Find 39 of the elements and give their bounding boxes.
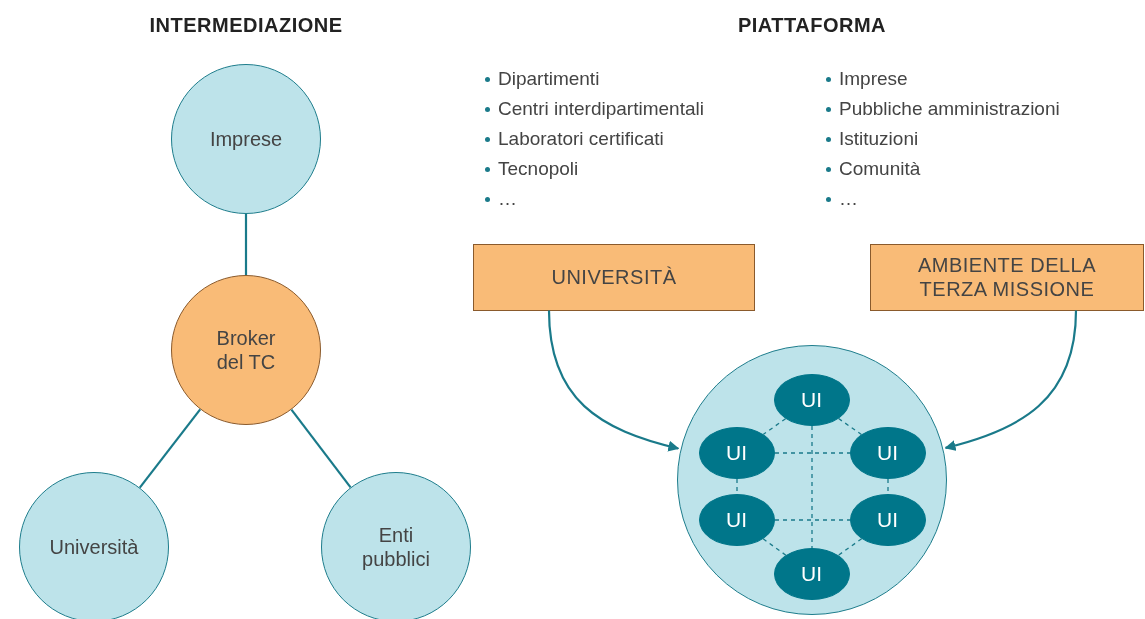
list-item: Imprese [839,67,908,91]
list-item: Pubbliche amministrazioni [839,97,1060,121]
list-item: … [498,187,517,211]
node-label: Broker del TC [215,326,277,374]
list-item: Tecnopoli [498,157,579,181]
connector-line [138,408,202,489]
process-box [870,243,1144,311]
connector-line [290,409,352,488]
dashed-link [837,538,863,556]
dashed-link [774,519,851,521]
list-item: Laboratori certificati [498,127,664,151]
list-item: Centri interdipartimentali [498,97,704,121]
node-label: AMBIENTE DELLA TERZA MISSIONE [916,253,1098,301]
list-item: Istituzioni [839,127,919,151]
dashed-link [774,452,851,454]
node-label: Imprese [209,127,283,151]
process-box [473,243,755,311]
ui-ellipse [773,547,850,600]
node-label: UI [801,387,822,412]
dashed-link [837,417,863,436]
section-heading: PIATTAFORMA [737,14,887,37]
node-label: UI [726,440,747,465]
arrow [944,310,1078,451]
node-label: UI [801,561,822,586]
node-label: UNIVERSITÀ [551,265,677,289]
node-label: UI [877,440,898,465]
section-heading: INTERMEDIAZIONE [149,14,343,37]
dashed-link [762,418,787,435]
node-label: Università [49,535,139,559]
list-item: Dipartimenti [498,67,600,91]
connector-line [244,214,248,275]
dashed-link [811,425,813,549]
arrow [547,310,680,452]
node-label: UI [877,507,898,532]
dashed-link [762,538,787,556]
list-item: … [839,187,858,211]
list-item: Comunità [839,157,921,181]
node-label: UI [726,507,747,532]
node-label: Enti pubblici [361,523,431,571]
